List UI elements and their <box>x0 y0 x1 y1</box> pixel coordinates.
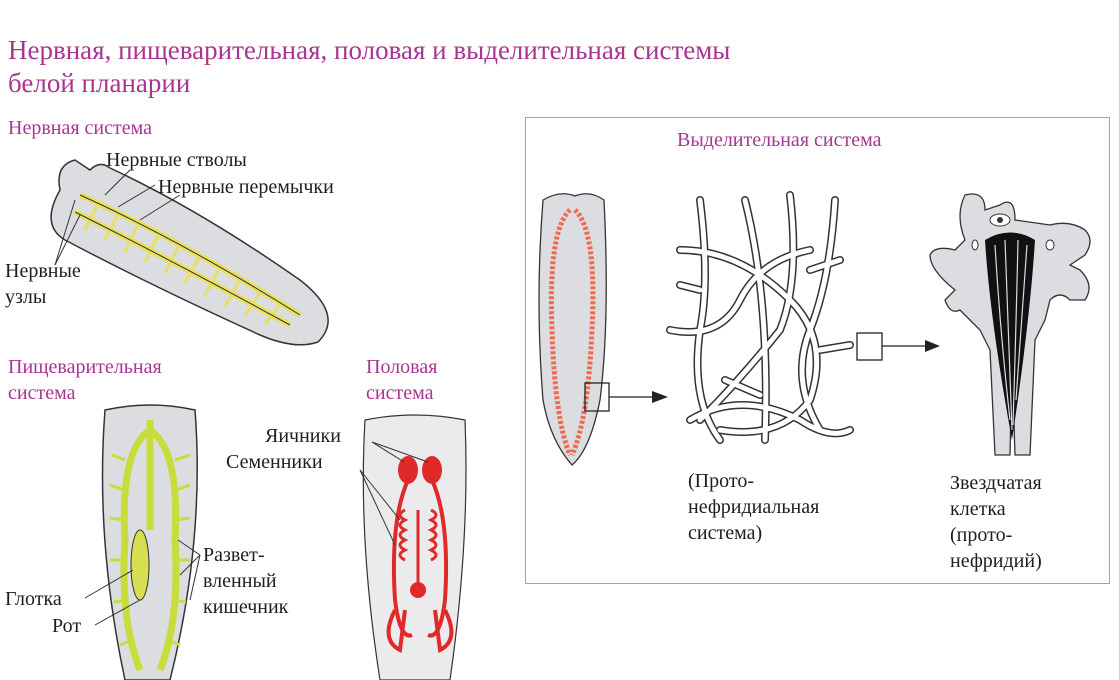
label-ovaries: Яичники <box>265 425 341 447</box>
protonephridial-network-drawing <box>666 191 854 444</box>
label-intestine-1: Развет- <box>203 544 265 566</box>
excretory-heading: Выделительная система <box>677 129 882 151</box>
label-network-2: нефридиальная <box>688 496 820 518</box>
label-mouth: Рот <box>52 615 82 637</box>
reproductive-heading-1: Половая <box>366 356 438 378</box>
flame-cell-drawing <box>929 193 1091 456</box>
label-cell-4: нефридий) <box>950 550 1042 572</box>
label-cell-2: клетка <box>950 498 1006 520</box>
page-title-line-2: белой планарии <box>8 68 191 98</box>
page-title-line-1: Нервная, пищеварительная, половая и выде… <box>8 35 731 65</box>
digestive-heading-2: система <box>8 382 76 404</box>
label-cell-1: Звездчатая <box>950 472 1042 494</box>
reproductive-system-drawing <box>359 414 467 680</box>
digestive-system-drawing <box>84 404 201 680</box>
nervous-system-heading: Нервная система <box>8 117 153 139</box>
label-nerve-commissures: Нервные перемычки <box>158 176 334 198</box>
label-network-3: система) <box>688 522 763 544</box>
label-cell-3: (прото- <box>950 524 1013 546</box>
nervous-system-drawing <box>50 159 329 346</box>
label-intestine-3: кишечник <box>203 596 289 618</box>
label-intestine-2: вленный <box>203 570 277 592</box>
label-pharynx: Глотка <box>5 588 62 610</box>
excretory-body-drawing <box>538 193 668 466</box>
digestive-heading-1: Пищеварительная <box>8 356 162 378</box>
reproductive-heading-2: система <box>366 382 434 404</box>
label-nerve-trunks: Нервные стволы <box>106 149 247 171</box>
excretory-system-panel <box>525 117 1110 584</box>
label-nerve-ganglia-2: узлы <box>5 286 47 308</box>
label-testes: Семенники <box>226 451 323 473</box>
label-nerve-ganglia-1: Нервные <box>5 260 81 282</box>
label-network-1: (Прото- <box>688 470 754 492</box>
